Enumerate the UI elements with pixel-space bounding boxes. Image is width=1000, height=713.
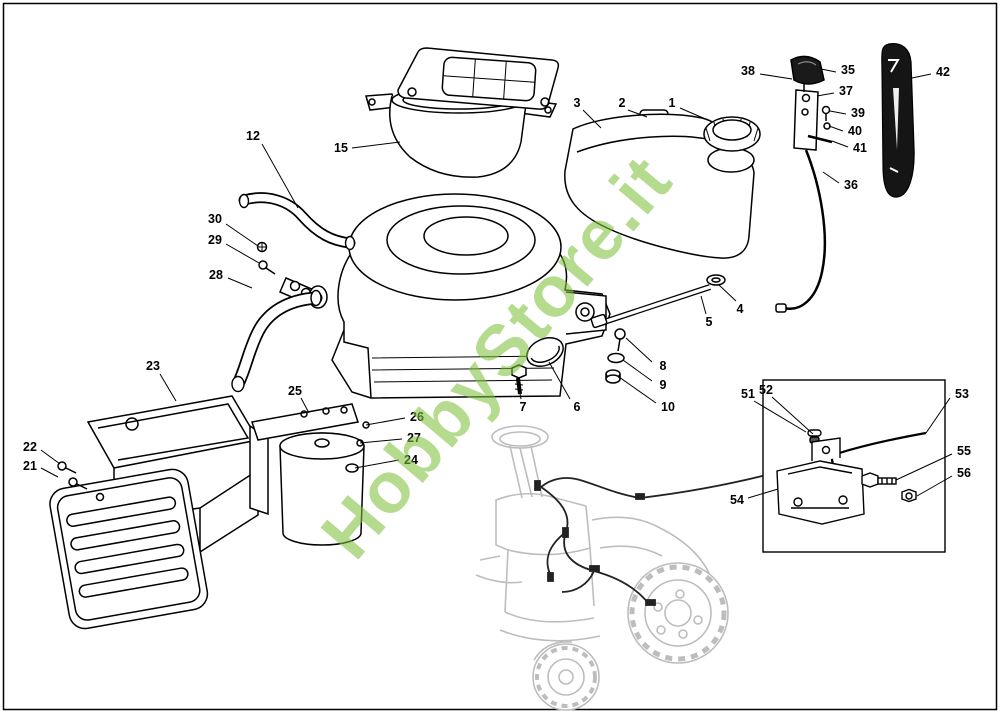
muffler-drawing [249,403,370,546]
bracket-box-drawing [762,379,946,553]
part-callout-29: 29 [208,232,222,247]
part-callout-30: 30 [208,211,222,226]
part-callout-3: 3 [573,95,581,110]
part-callout-5: 5 [705,314,713,329]
part-callout-37: 37 [839,83,853,98]
part-callout-6: 6 [573,399,581,414]
part-callout-28: 28 [209,267,223,282]
part-callout-4: 4 [736,301,744,316]
wiring-harness-drawing [534,471,779,606]
part-callout-8: 8 [659,358,667,373]
part-callout-38: 38 [741,63,755,78]
part-callout-39: 39 [851,105,865,120]
hose-28-drawing [231,289,323,393]
part-callout-52: 52 [759,382,773,397]
air-filter-cover-drawing [365,47,560,178]
part-callout-10: 10 [661,399,675,414]
part-callout-15: 15 [334,140,348,155]
part-callout-42: 42 [936,64,950,79]
cover-blade-drawing [881,43,915,198]
part-callout-24: 24 [404,452,418,467]
throttle-control-drawing [775,55,833,313]
hose-12-drawing [238,192,356,251]
part-callout-55: 55 [957,443,971,458]
part-callout-7: 7 [519,399,527,414]
part-callout-27: 27 [407,430,421,445]
part-callout-53: 53 [955,386,969,401]
part-callout-23: 23 [146,358,160,373]
front-grille-drawing [49,395,260,630]
part-callout-21: 21 [23,458,37,473]
part-callout-2: 2 [618,95,626,110]
part-callout-41: 41 [853,140,867,155]
part-callout-54: 54 [730,492,744,507]
part-callout-26: 26 [410,409,424,424]
part-callout-35: 35 [841,62,855,77]
leader-lines [40,68,953,499]
part-callout-12: 12 [246,128,260,143]
fuel-tank-drawing [511,109,761,395]
part-callout-9: 9 [659,377,667,392]
part-callout-51: 51 [741,386,755,401]
part-callout-1: 1 [668,95,676,110]
part-callout-56: 56 [957,465,971,480]
part-callout-25: 25 [288,383,302,398]
tractor-outline-drawing [475,425,729,711]
part-callout-36: 36 [844,177,858,192]
part-callout-22: 22 [23,439,37,454]
part-callout-40: 40 [848,123,862,138]
